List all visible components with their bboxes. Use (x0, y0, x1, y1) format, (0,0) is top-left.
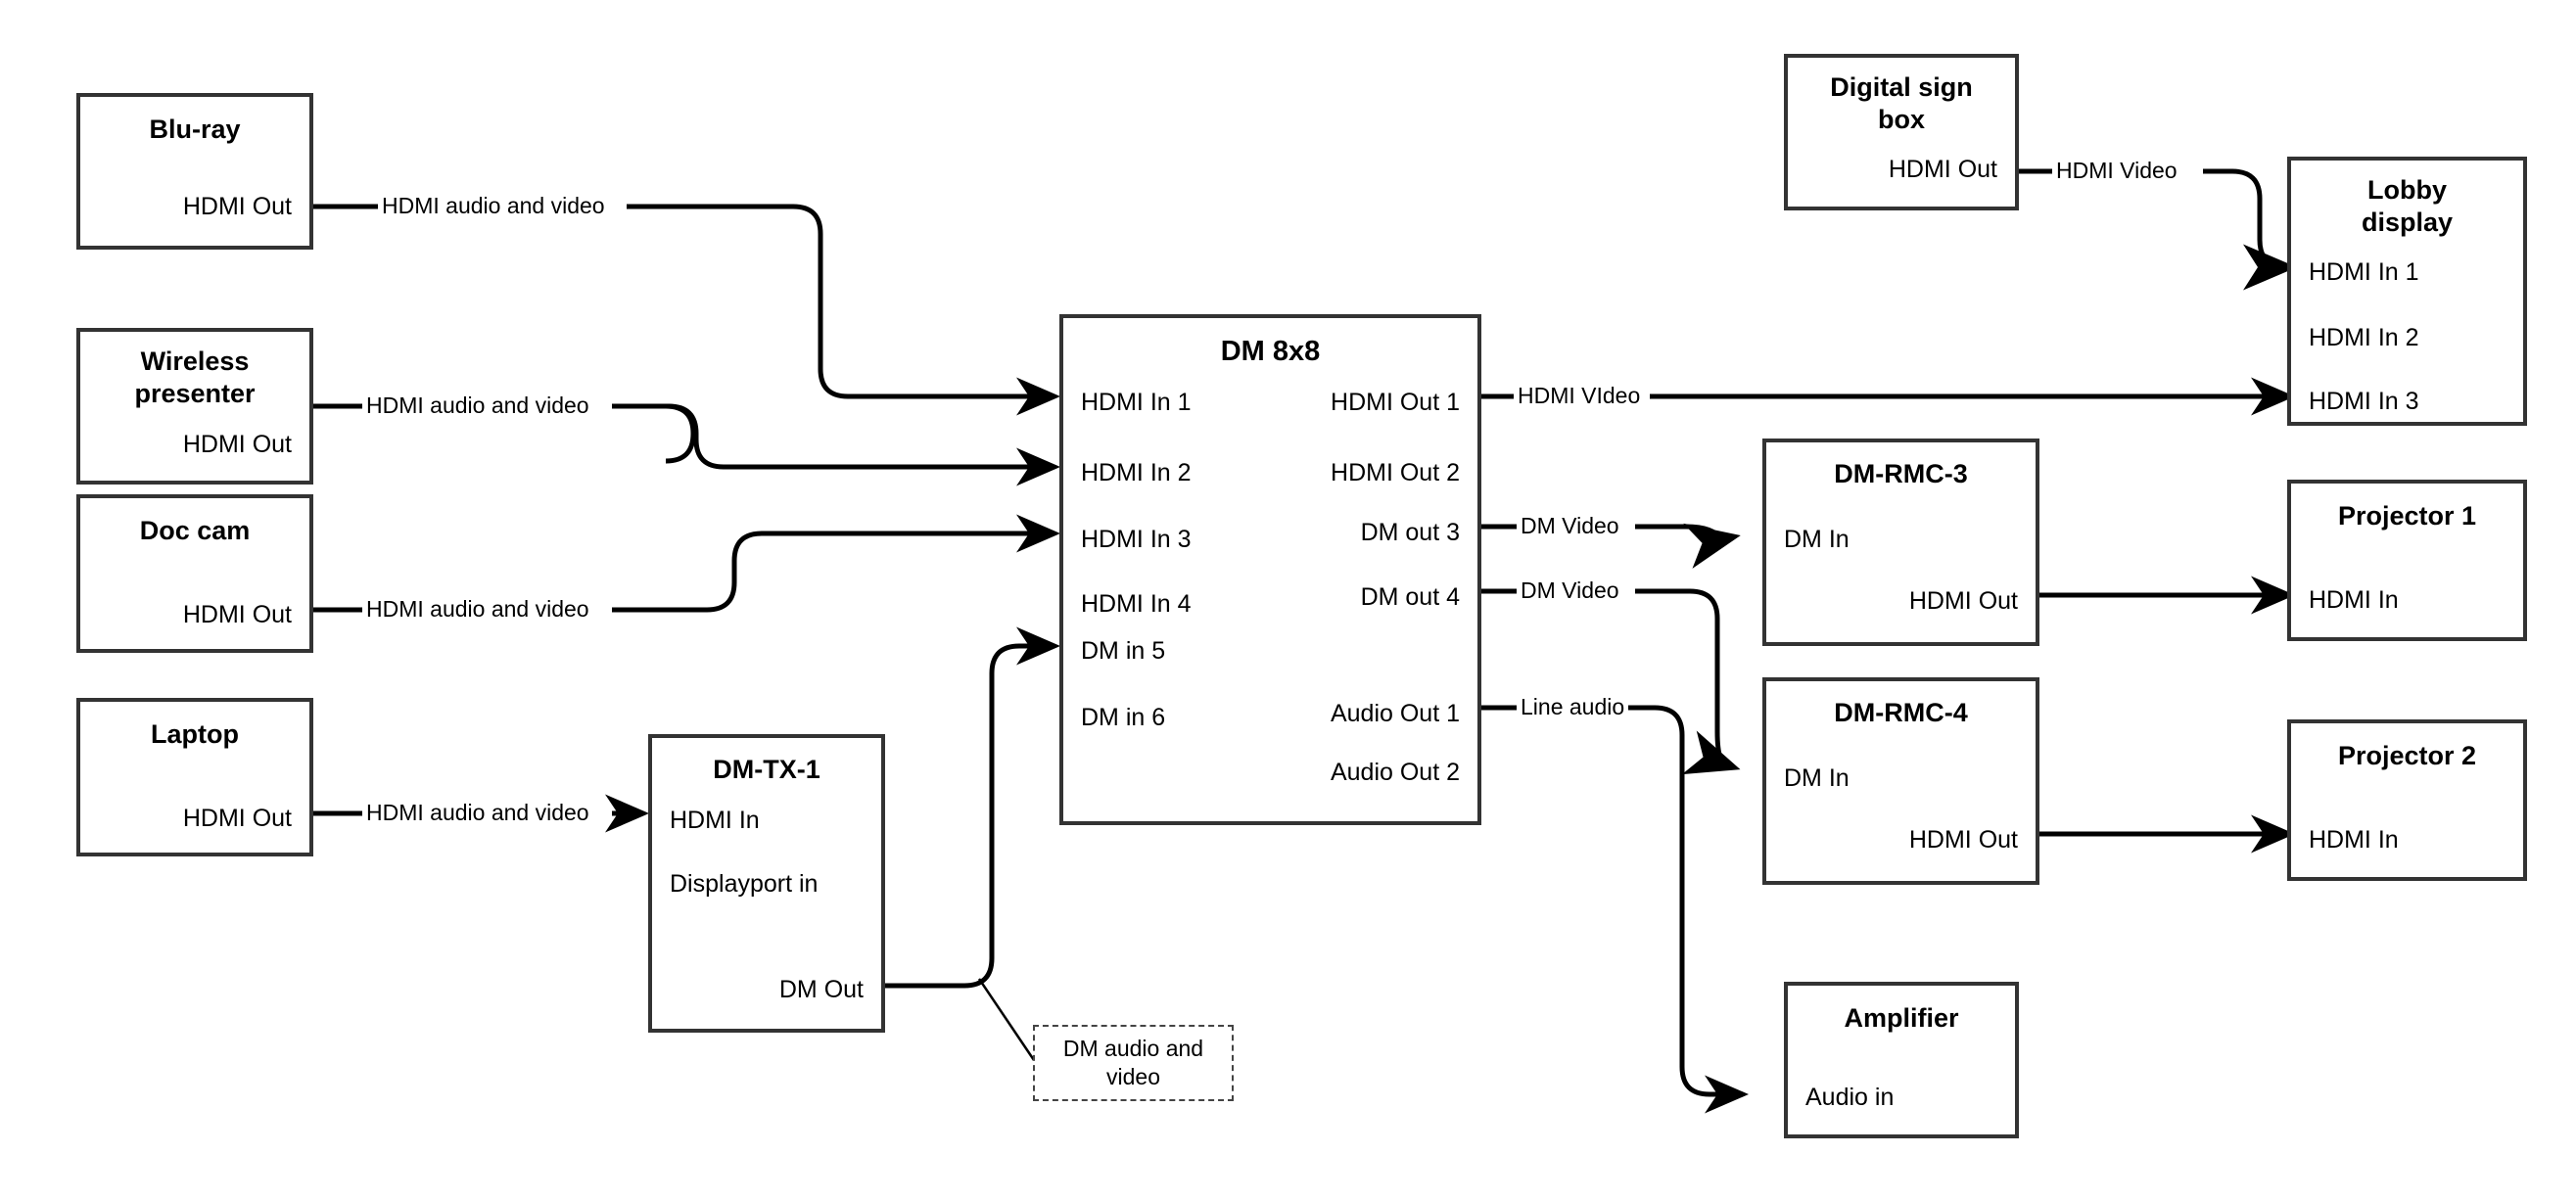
node-dm-8x8-port-audio-out-1[interactable]: Audio Out 1 (1330, 700, 1460, 727)
wire-label-wireless: HDMI audio and video (362, 393, 593, 419)
node-laptop-title: Laptop (151, 719, 239, 749)
node-dm-tx-1-port-dm-out[interactable]: DM Out (778, 976, 864, 1003)
node-wireless-presenter-title: Wireless presenter (134, 346, 256, 408)
node-lobby-display-title: Lobby display (2361, 175, 2454, 237)
node-amplifier[interactable]: Amplifier Audio in (1784, 982, 2019, 1138)
node-dm-tx-1[interactable]: DM-TX-1 HDMI In Displayport in DM Out (648, 734, 885, 1033)
node-dm-8x8-port-dm-out-4[interactable]: DM out 4 (1360, 583, 1460, 611)
wire-label-dm-dmout4: DM Video (1517, 577, 1623, 604)
node-digital-sign-box-title: Digital sign box (1830, 72, 1973, 134)
node-bluray-port-hdmi-out[interactable]: HDMI Out (182, 193, 292, 220)
node-dm-8x8-port-dm-in-5[interactable]: DM in 5 (1081, 637, 1166, 665)
node-dm-8x8-port-audio-out-2[interactable]: Audio Out 2 (1330, 759, 1460, 786)
node-lobby-display-port-hdmi-in-1[interactable]: HDMI In 1 (2309, 258, 2419, 286)
node-dm-tx-1-port-hdmi-in[interactable]: HDMI In (670, 807, 760, 834)
node-laptop-port-hdmi-out[interactable]: HDMI Out (182, 805, 292, 832)
node-lobby-display-port-hdmi-in-2[interactable]: HDMI In 2 (2309, 324, 2419, 351)
node-projector-1-port-hdmi-in[interactable]: HDMI In (2309, 586, 2399, 614)
node-dm-rmc-3-port-dm-in[interactable]: DM In (1784, 526, 1850, 553)
wire-label-dm-hdmiout1: HDMI VIdeo (1514, 383, 1645, 409)
node-dm-rmc-4-port-hdmi-out[interactable]: HDMI Out (1908, 826, 2018, 854)
wire-dm8x8-dmout4-to-rmc4 (1481, 588, 1731, 766)
node-dm-8x8-port-dm-in-6[interactable]: DM in 6 (1081, 704, 1166, 731)
node-doc-cam[interactable]: Doc cam HDMI Out (76, 494, 313, 653)
wire-bluray-to-dm8x8 (313, 204, 1053, 396)
wire-label-dm-dmout3: DM Video (1517, 513, 1623, 539)
wire-wireless-to-dm8x8-b (612, 403, 1060, 486)
node-doc-cam-title: Doc cam (139, 516, 251, 545)
node-projector-1[interactable]: Projector 1 HDMI In (2287, 480, 2527, 641)
node-wireless-presenter-port-hdmi-out[interactable]: HDMI Out (182, 431, 292, 458)
node-projector-2[interactable]: Projector 2 HDMI In (2287, 719, 2527, 881)
node-dm-8x8-port-hdmi-in-1[interactable]: HDMI In 1 (1081, 389, 1192, 416)
node-wireless-presenter[interactable]: Wireless presenter HDMI Out (76, 328, 313, 485)
node-dm-rmc-3-port-hdmi-out[interactable]: HDMI Out (1908, 587, 2018, 615)
node-digital-sign-box-port-hdmi-out[interactable]: HDMI Out (1888, 156, 1997, 183)
wire-label-doccam: HDMI audio and video (362, 596, 593, 623)
node-dm-rmc-3[interactable]: DM-RMC-3 DM In HDMI Out (1762, 439, 2039, 646)
node-dm-tx-1-title: DM-TX-1 (713, 755, 820, 784)
node-dm-8x8-port-hdmi-out-1[interactable]: HDMI Out 1 (1331, 389, 1460, 416)
node-amplifier-title: Amplifier (1844, 1003, 1959, 1033)
wire-dmtx1-to-dm8x8 (883, 626, 1060, 989)
node-projector-2-port-hdmi-in[interactable]: HDMI In (2309, 826, 2399, 854)
wire-dm8x8-dmout3-to-rmc3 (1481, 527, 1731, 539)
wire-dm8x8-audioout1-to-amp (1481, 705, 1741, 1094)
node-lobby-display[interactable]: Lobby display HDMI In 1 HDMI In 2 HDMI I… (2287, 157, 2527, 426)
node-dm-rmc-4-title: DM-RMC-4 (1834, 698, 1968, 727)
node-dm-8x8-port-dm-out-3[interactable]: DM out 3 (1360, 519, 1460, 546)
leader-dm-audio-video-note (977, 978, 1042, 1070)
node-bluray-title: Blu-ray (149, 115, 241, 144)
node-dm-rmc-3-title: DM-RMC-3 (1834, 459, 1968, 488)
node-dm-8x8-port-hdmi-in-2[interactable]: HDMI In 2 (1081, 459, 1192, 486)
node-amplifier-port-audio-in[interactable]: Audio in (1805, 1084, 1895, 1111)
annotation-dm-audio-video: DM audio and video (1033, 1025, 1234, 1101)
wire-signbox-to-lobby (2019, 168, 2287, 267)
wire-label-bluray: HDMI audio and video (378, 193, 609, 219)
node-dm-8x8-port-hdmi-in-4[interactable]: HDMI In 4 (1081, 590, 1192, 618)
node-dm-8x8-port-hdmi-out-2[interactable]: HDMI Out 2 (1331, 459, 1460, 486)
wire-label-laptop: HDMI audio and video (362, 800, 593, 826)
node-dm-rmc-4[interactable]: DM-RMC-4 DM In HDMI Out (1762, 677, 2039, 885)
node-dm-rmc-4-port-dm-in[interactable]: DM In (1784, 764, 1850, 792)
node-doc-cam-port-hdmi-out[interactable]: HDMI Out (182, 601, 292, 628)
wire-doccam-to-dm8x8 (313, 533, 1053, 613)
wire-label-signbox: HDMI Video (2052, 158, 2181, 184)
node-lobby-display-port-hdmi-in-3[interactable]: HDMI In 3 (2309, 388, 2419, 415)
node-dm-8x8-title: DM 8x8 (1220, 336, 1321, 367)
wire-label-dm-audioout1: Line audio (1517, 694, 1629, 720)
node-dm-8x8-port-hdmi-in-3[interactable]: HDMI In 3 (1081, 526, 1192, 553)
node-dm-tx-1-port-displayport-in[interactable]: Displayport in (670, 870, 819, 898)
node-bluray[interactable]: Blu-ray HDMI Out (76, 93, 313, 250)
node-laptop[interactable]: Laptop HDMI Out (76, 698, 313, 856)
node-dm-8x8[interactable]: DM 8x8 HDMI In 1 HDMI In 2 HDMI In 3 HDM… (1059, 314, 1481, 825)
node-projector-2-title: Projector 2 (2337, 741, 2477, 770)
node-projector-1-title: Projector 1 (2337, 501, 2477, 531)
node-digital-sign-box[interactable]: Digital sign box HDMI Out (1784, 54, 2019, 210)
